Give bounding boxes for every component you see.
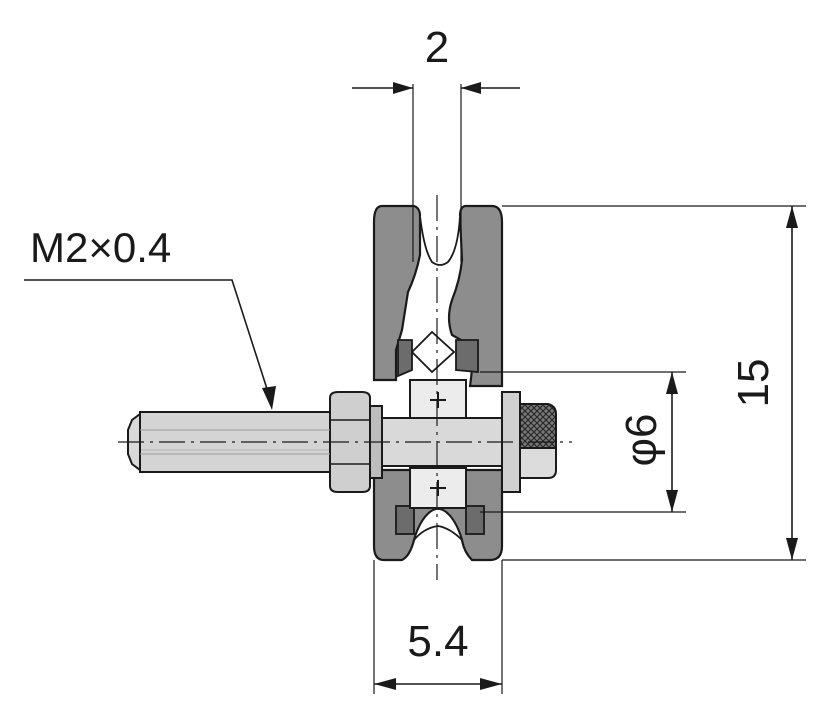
upper-race xyxy=(397,339,413,378)
thread-spec-label: M2×0.4 xyxy=(30,224,171,271)
hex-nut xyxy=(329,391,371,493)
dim-thread-spec: M2×0.4 xyxy=(24,224,276,410)
dim-wheel-width: 5.4 xyxy=(373,560,503,694)
bore-diameter-label: φ6 xyxy=(617,413,666,466)
wheel-width-label: 5.4 xyxy=(407,617,468,666)
lower-groove xyxy=(413,508,463,541)
bearing-lower xyxy=(409,467,467,509)
knurled-cap xyxy=(519,403,557,449)
left-flange xyxy=(372,204,422,382)
dim-groove-width: 2 xyxy=(352,23,520,262)
lower-race-right xyxy=(465,505,485,535)
bearing-upper xyxy=(409,379,467,421)
groove xyxy=(419,215,461,266)
pulley-wheel xyxy=(372,204,504,562)
dim-outer-diameter: 15 xyxy=(502,205,806,561)
bearing-ball-upper xyxy=(410,330,456,374)
right-flange xyxy=(447,204,504,388)
cap-lower xyxy=(519,447,557,479)
lower-race-left xyxy=(395,505,415,535)
dim-bore-diameter: φ6 xyxy=(480,371,686,513)
groove-width-label: 2 xyxy=(425,23,449,72)
upper-race-right xyxy=(455,339,479,373)
outer-diameter-label: 15 xyxy=(729,359,778,408)
